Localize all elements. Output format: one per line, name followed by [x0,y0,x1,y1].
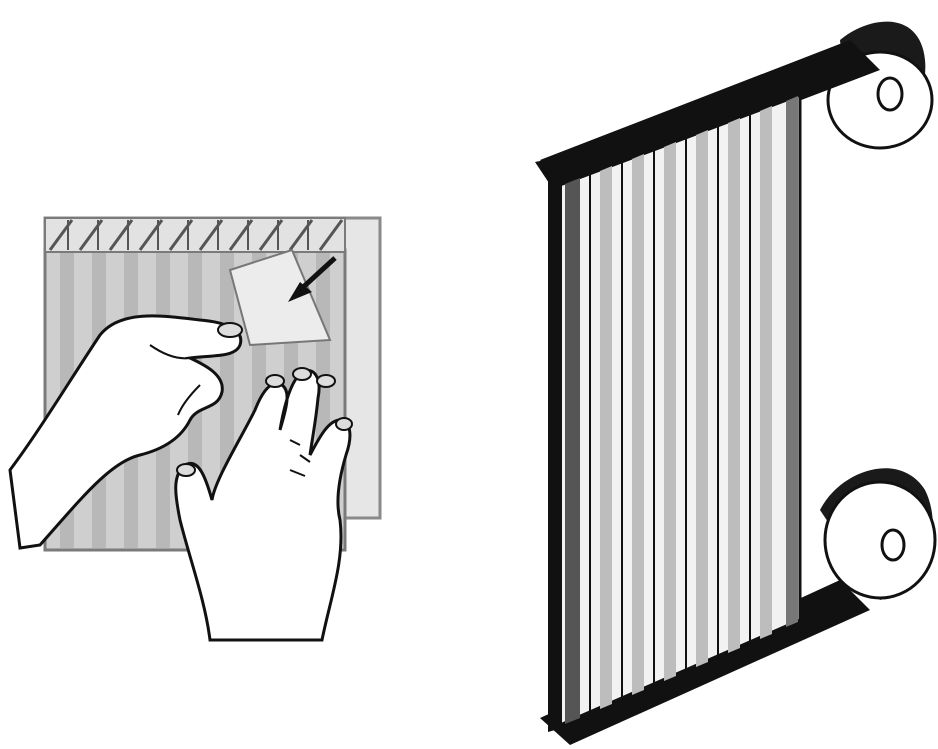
film-roll-icon [535,22,935,745]
top-roll [828,22,932,148]
bottom-roll [820,468,935,600]
hands-applying-film-icon [10,218,380,640]
